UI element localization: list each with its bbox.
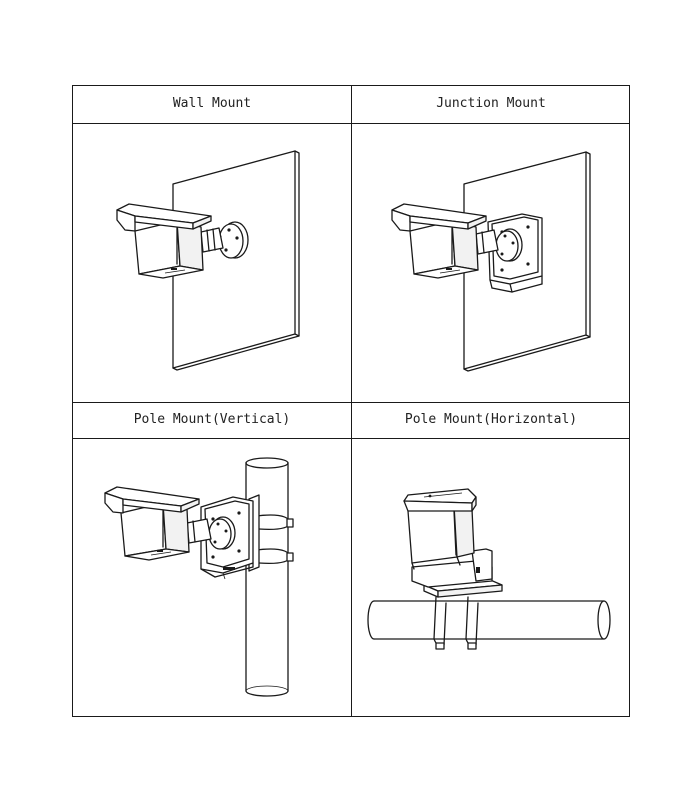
table-header-divider-bottom	[73, 438, 629, 440]
pole-mount-vertical-title: Pole Mount(Vertical)	[133, 412, 291, 427]
pole-mount-vertical-illustration	[73, 439, 351, 717]
table-column-divider	[351, 86, 353, 716]
wall-mount-illustration	[73, 124, 351, 402]
junction-mount-title: Junction Mount	[436, 96, 546, 111]
table-row-divider	[73, 402, 629, 404]
pole-mount-horizontal-title: Pole Mount(Horizontal)	[404, 412, 578, 427]
pole-mount-horizontal-illustration	[352, 439, 630, 717]
table-header-divider-top	[73, 123, 629, 125]
mount-options-table: Wall Mount Junction Mount Pole Mount(Ver…	[72, 85, 630, 717]
junction-mount-illustration	[352, 124, 630, 402]
wall-mount-title: Wall Mount	[172, 96, 252, 111]
